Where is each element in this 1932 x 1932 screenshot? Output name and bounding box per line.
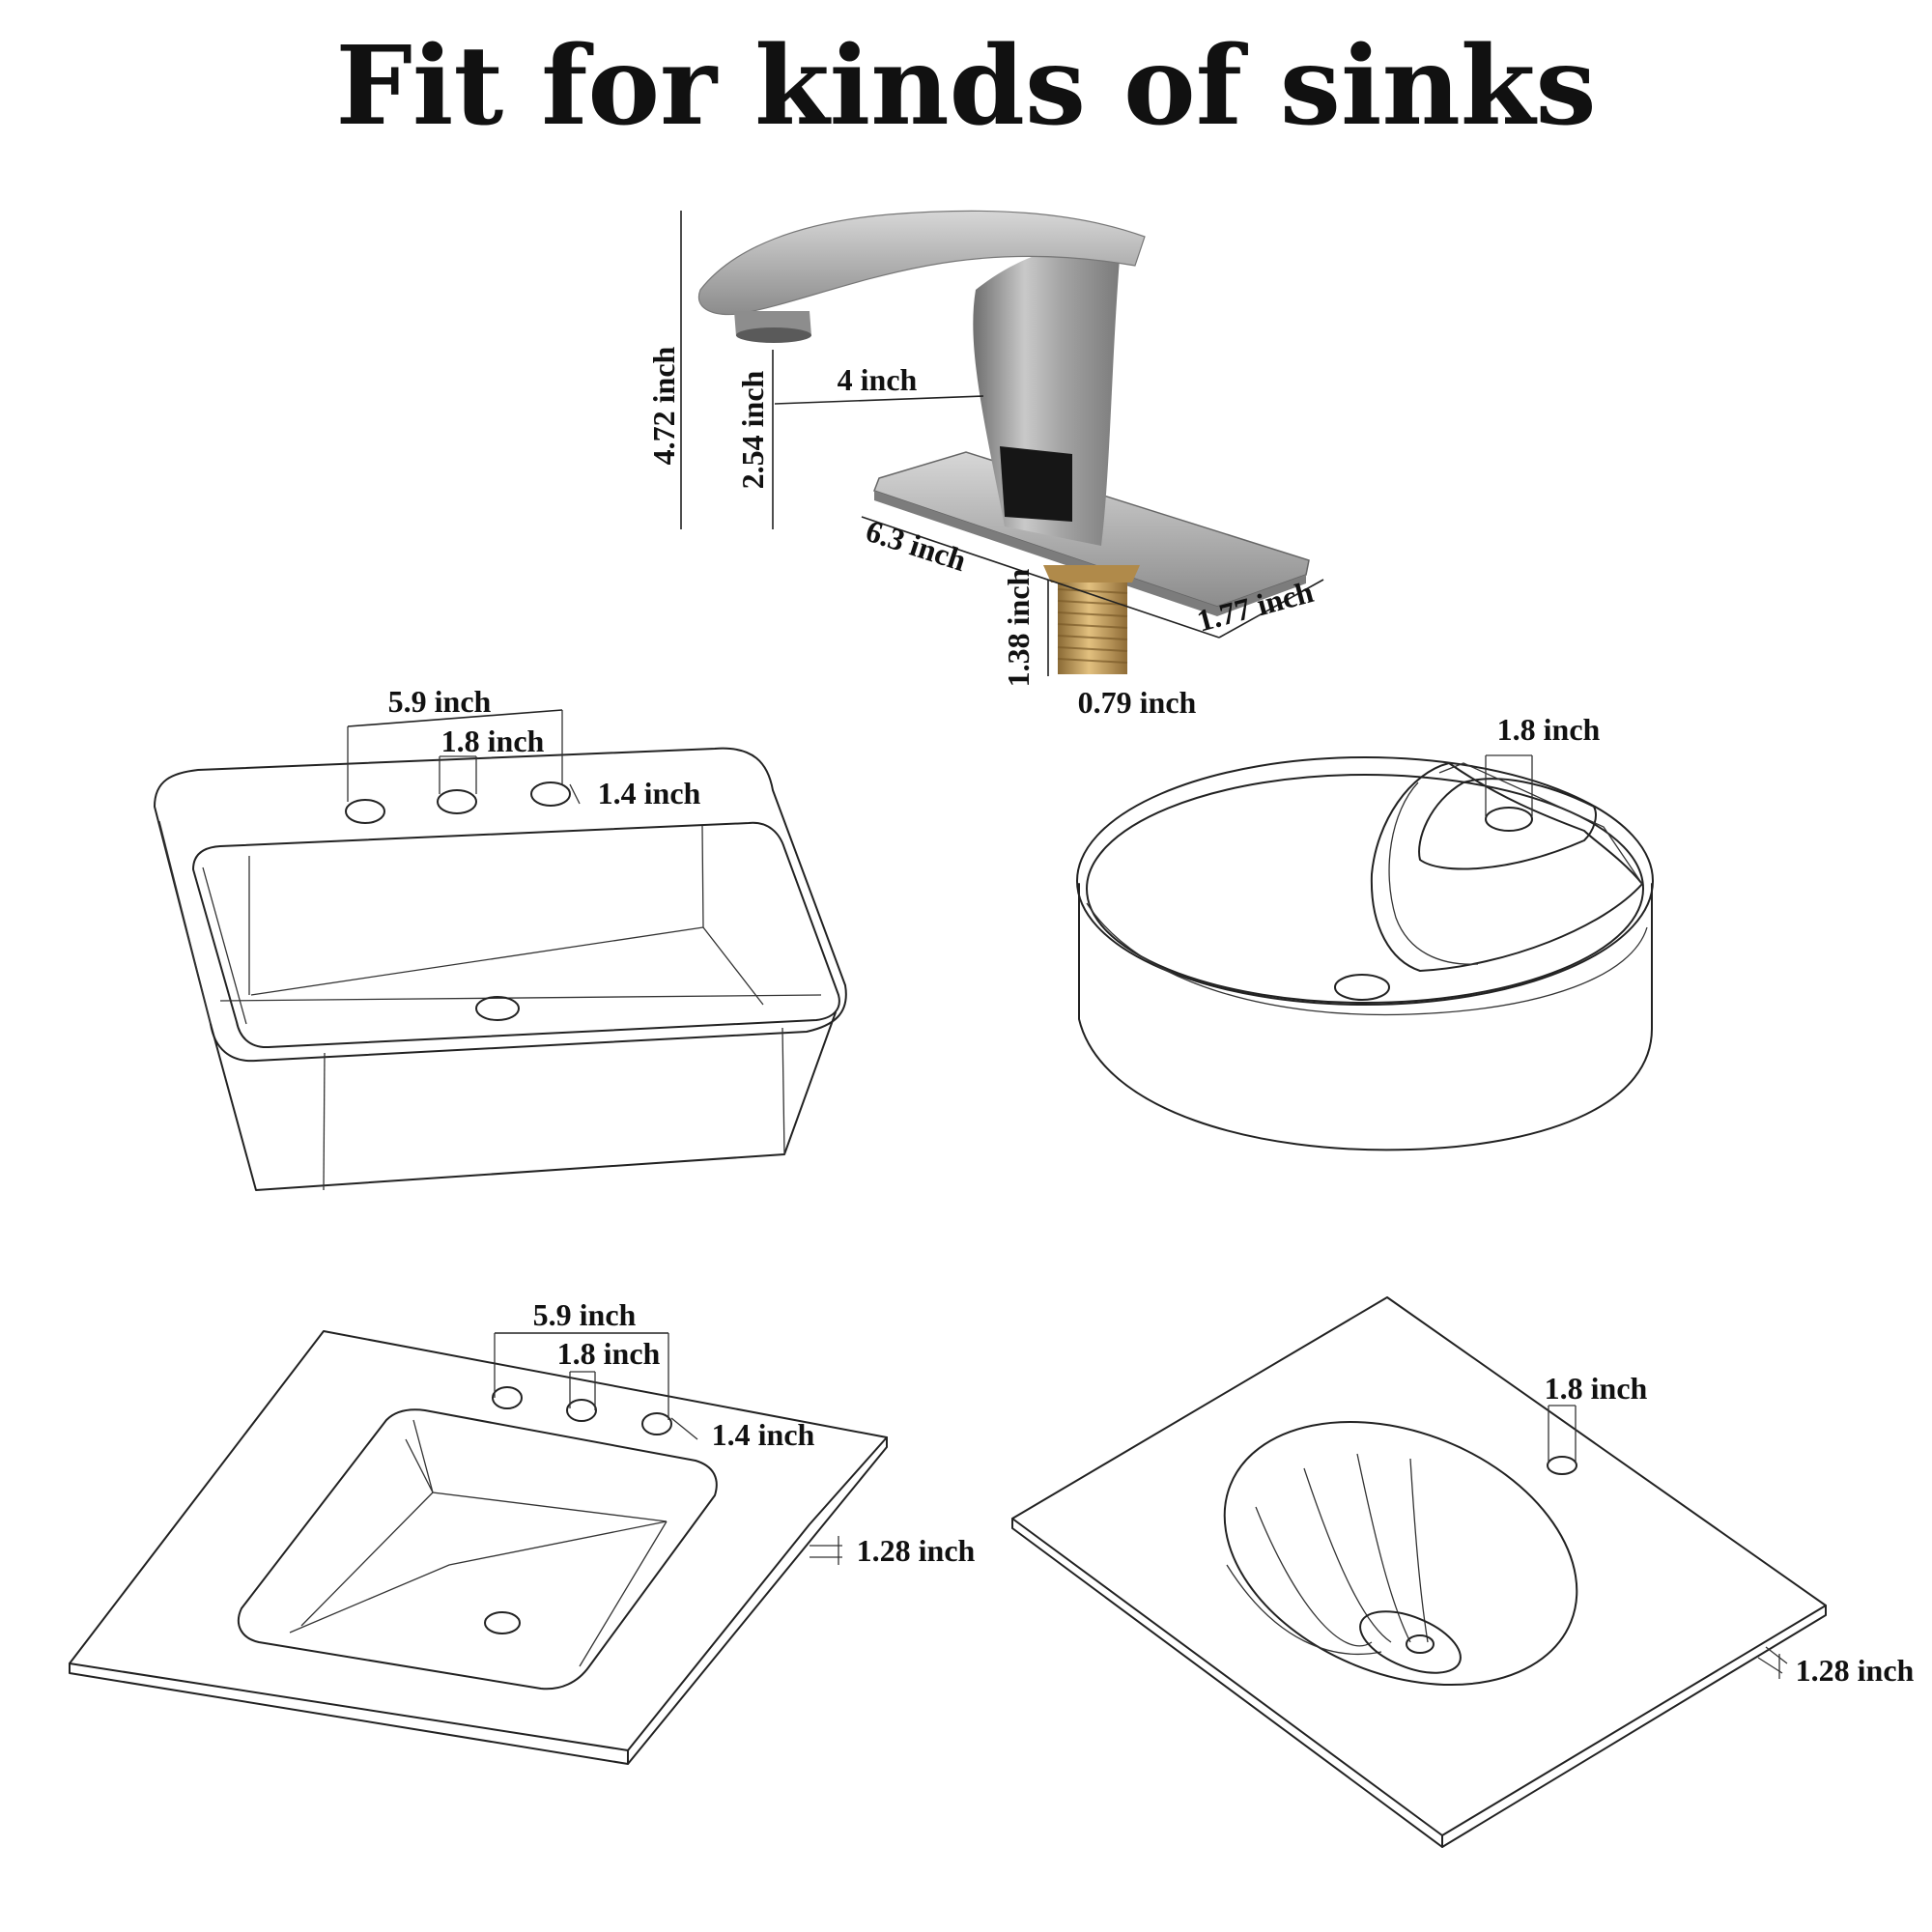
faucet-hole [641, 1412, 672, 1435]
dim-vanity-sq-small-hole: 1.4 inch [712, 1417, 815, 1452]
dim-vanity-sq-hole: 1.8 inch [557, 1336, 661, 1371]
sensor-window [1000, 446, 1072, 522]
faucet-hole [345, 799, 385, 824]
vanity-top-square-sink [69, 1330, 888, 1765]
dim-vanity-sq-spread: 5.9 inch [533, 1297, 637, 1332]
dim-vanity-oval-hole: 1.8 inch [1545, 1371, 1648, 1406]
dim-vanity-oval-thickness: 1.28 inch [1796, 1653, 1915, 1688]
faucet-hole [1547, 1456, 1577, 1475]
dim-spout-height: 2.54 inch [735, 370, 770, 489]
faucet-hole [492, 1386, 523, 1409]
dim-shank-length: 1.38 inch [1001, 568, 1036, 687]
faucet-hole [566, 1399, 597, 1422]
dim-rect-spread: 5.9 inch [388, 684, 492, 719]
dim-rect-hole: 1.8 inch [441, 724, 545, 758]
dim-shank-diameter: 0.79 inch [1078, 685, 1197, 720]
faucet-hole [1485, 807, 1533, 832]
page-title: Fit for kinds of sinks [335, 23, 1596, 150]
vanity-top-oval-sink [1011, 1296, 1827, 1848]
faucet-hole [437, 789, 477, 814]
dim-spout-reach: 4 inch [838, 362, 918, 397]
dim-rect-small-hole: 1.4 inch [598, 776, 701, 810]
dim-vanity-sq-thickness: 1.28 inch [857, 1533, 976, 1568]
faucet-spout [697, 210, 1146, 316]
round-vessel-sink [1076, 756, 1654, 1151]
faucet-illustration [697, 210, 1310, 674]
dim-total-height: 4.72 inch [646, 346, 681, 465]
rectangular-vessel-sink [154, 747, 847, 1191]
dim-round-hole: 1.8 inch [1497, 712, 1601, 747]
faucet-hole [530, 781, 571, 807]
